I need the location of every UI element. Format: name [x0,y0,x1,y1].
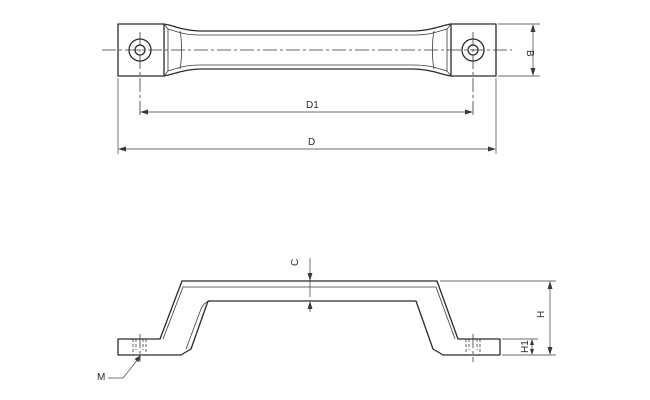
dimension-c: C [290,258,313,312]
dimension-h1-label: H1 [520,340,531,353]
dimension-d: D [117,78,497,154]
side-profile-inner [162,286,456,350]
thread-callout-m: M [97,355,141,383]
dimension-d1: D1 [140,100,473,115]
grip-body [163,23,452,77]
side-view: C H H1 M [97,258,556,383]
dimension-b-label: B [524,50,535,57]
top-view: D1 D B [102,23,540,154]
dimension-b: B [498,23,540,77]
dimension-h-label: H [536,311,547,318]
dimension-d1-label: D1 [306,100,319,111]
left-flange [117,23,165,77]
dimension-h: H [440,280,556,356]
dimension-d-label: D [308,137,315,148]
side-profile-outer [117,280,501,356]
thread-callout-m-label: M [97,372,105,383]
dimension-h1: H1 [502,338,538,355]
right-flange-hole [465,334,481,362]
dimension-c-label: C [290,259,301,266]
